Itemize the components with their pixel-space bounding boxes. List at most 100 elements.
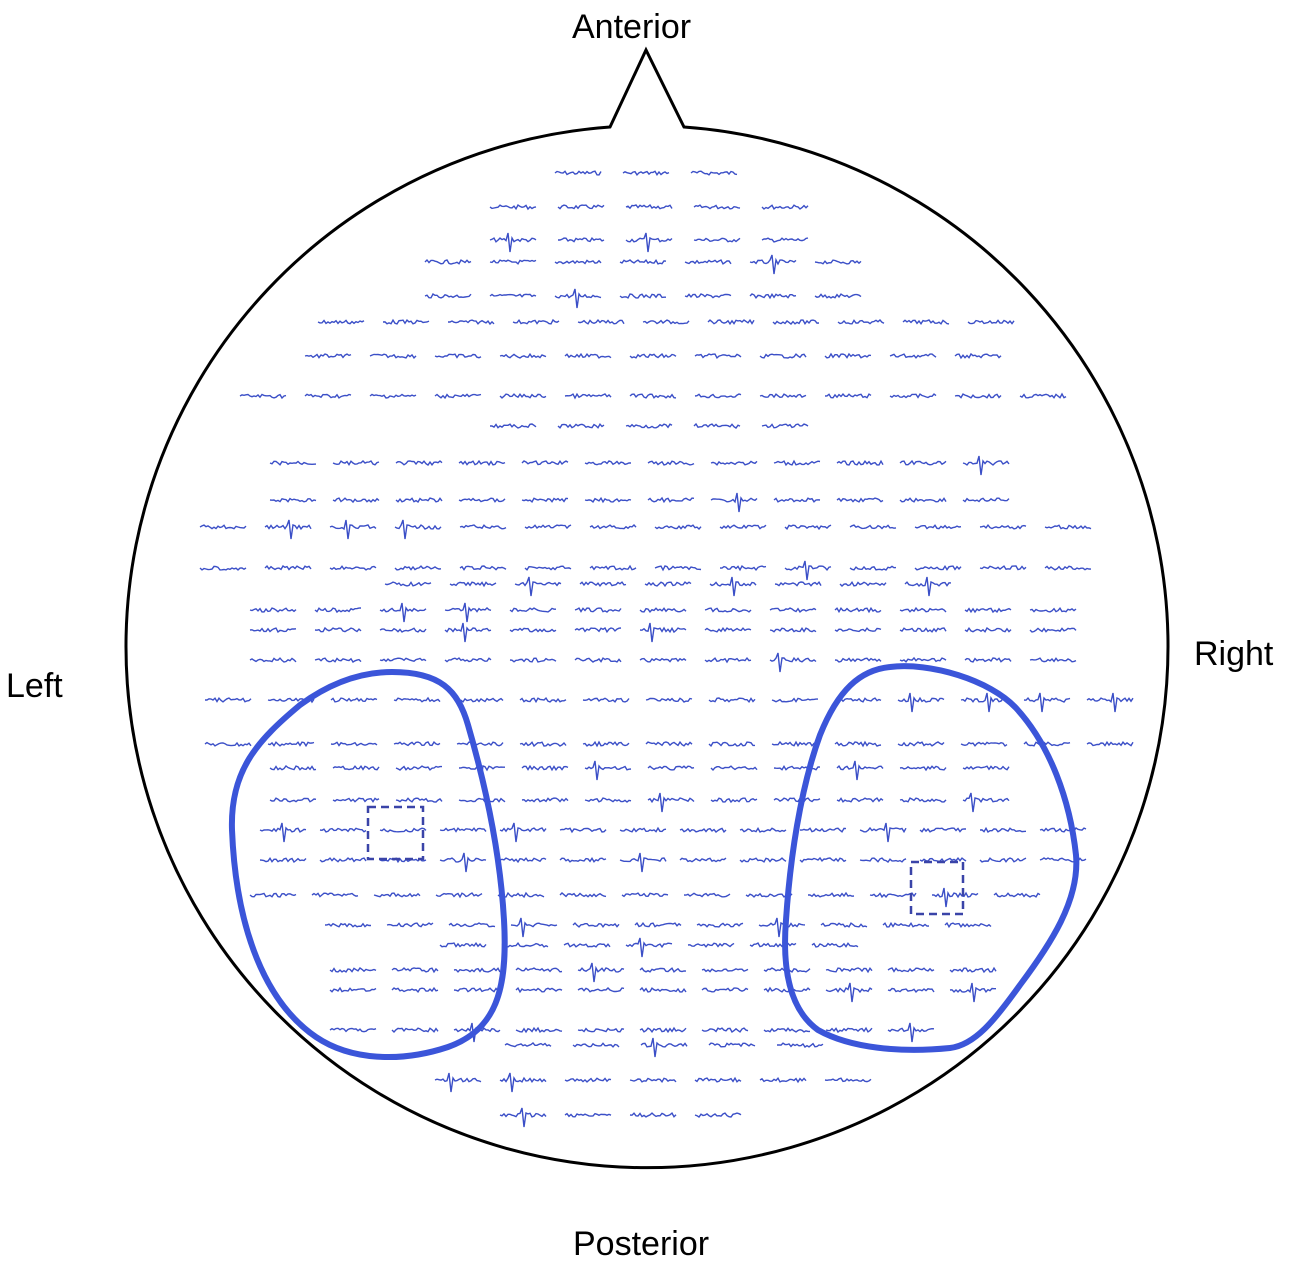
channel-trace xyxy=(267,741,315,748)
channel-trace xyxy=(622,170,670,177)
channel-trace xyxy=(382,318,430,325)
channel-trace xyxy=(708,1042,756,1048)
channel-trace xyxy=(625,423,673,429)
channel-trace xyxy=(1029,606,1077,613)
channel-trace xyxy=(834,606,882,614)
channel-trace xyxy=(1044,565,1092,571)
posterior-label: Posterior xyxy=(573,1225,710,1263)
channel-trace xyxy=(563,942,611,948)
channel-trace xyxy=(763,986,811,993)
channel-trace xyxy=(504,1042,552,1048)
channel-trace xyxy=(899,497,947,503)
channel-trace xyxy=(773,459,821,467)
channel-trace xyxy=(524,524,572,530)
channel-trace xyxy=(654,565,702,572)
channel-trace xyxy=(510,917,558,938)
channel-trace xyxy=(694,1076,742,1083)
channel-trace xyxy=(515,1026,563,1034)
channel-trace xyxy=(330,697,378,703)
anterior-label: Anterior xyxy=(572,8,692,46)
channel-trace xyxy=(654,524,702,531)
channel-trace xyxy=(458,797,506,803)
channel-trace xyxy=(329,519,377,540)
channel-trace xyxy=(369,393,417,399)
channel-trace xyxy=(639,622,687,643)
channel-trace xyxy=(899,656,947,663)
channel-trace xyxy=(559,827,607,834)
channel-trace xyxy=(825,966,873,974)
channel-trace xyxy=(379,857,427,864)
channel-trace xyxy=(799,827,847,833)
channel-trace xyxy=(629,1077,677,1084)
channel-trace xyxy=(1023,692,1071,713)
channel-trace xyxy=(329,967,377,973)
channel-trace xyxy=(490,423,537,429)
channel-trace xyxy=(199,565,247,571)
channel-trace xyxy=(249,627,297,633)
channel-trace xyxy=(739,857,787,863)
channel-trace xyxy=(521,764,569,772)
channel-trace xyxy=(559,892,607,898)
channel-trace xyxy=(899,459,947,466)
channel-trace xyxy=(559,856,607,863)
right-selected-channel-box xyxy=(909,860,965,916)
channel-trace xyxy=(759,1076,807,1084)
channel-trace xyxy=(834,627,882,633)
channel-trace xyxy=(719,565,767,572)
channel-trace xyxy=(690,170,738,176)
channel-trace xyxy=(640,1037,688,1058)
channel-trace xyxy=(434,393,482,400)
channel-trace xyxy=(647,496,695,504)
channel-trace xyxy=(887,987,935,993)
channel-trace xyxy=(773,797,821,803)
channel-trace xyxy=(589,523,637,530)
channel-trace xyxy=(329,565,377,571)
channel-trace xyxy=(763,1027,810,1033)
channel-trace xyxy=(919,827,967,833)
channel-trace xyxy=(749,292,797,300)
channel-trace xyxy=(709,576,757,597)
channel-trace xyxy=(979,523,1027,530)
channel-trace xyxy=(834,657,882,663)
channel-trace xyxy=(499,352,547,359)
channel-trace xyxy=(694,393,742,399)
channel-trace xyxy=(369,353,417,359)
channel-trace xyxy=(519,697,567,704)
channel-trace xyxy=(629,353,677,359)
channel-trace xyxy=(579,581,627,588)
channel-trace xyxy=(708,741,755,748)
channel-trace xyxy=(759,353,807,359)
channel-trace xyxy=(1019,392,1067,399)
channel-trace xyxy=(710,797,758,804)
channel-trace xyxy=(772,319,820,325)
channel-trace xyxy=(314,607,362,614)
channel-trace xyxy=(509,607,556,613)
channel-trace xyxy=(784,560,832,581)
channel-trace xyxy=(739,827,787,833)
channel-trace xyxy=(393,741,441,747)
channel-trace xyxy=(329,1027,377,1033)
channel-trace xyxy=(769,607,817,613)
channel-trace xyxy=(584,496,632,504)
channel-trace xyxy=(324,922,371,928)
channel-trace xyxy=(619,258,667,265)
channel-trace xyxy=(914,564,962,571)
channel-trace xyxy=(749,942,797,948)
channel-trace xyxy=(859,822,907,843)
channel-trace xyxy=(499,1072,547,1093)
channel-trace xyxy=(807,891,855,898)
channel-trace xyxy=(1029,627,1077,633)
channel-trace xyxy=(330,741,378,747)
channel-trace xyxy=(489,232,537,253)
channel-trace xyxy=(629,1112,677,1118)
channel-trace xyxy=(584,797,632,803)
channel-trace xyxy=(249,892,297,898)
channel-trace xyxy=(931,887,979,908)
channel-trace xyxy=(993,892,1041,898)
channel-trace xyxy=(784,524,832,531)
channel-trace xyxy=(834,740,882,748)
channel-trace xyxy=(759,393,807,399)
channel-trace xyxy=(439,852,487,873)
channel-trace xyxy=(456,741,504,747)
channel-trace xyxy=(391,986,439,994)
